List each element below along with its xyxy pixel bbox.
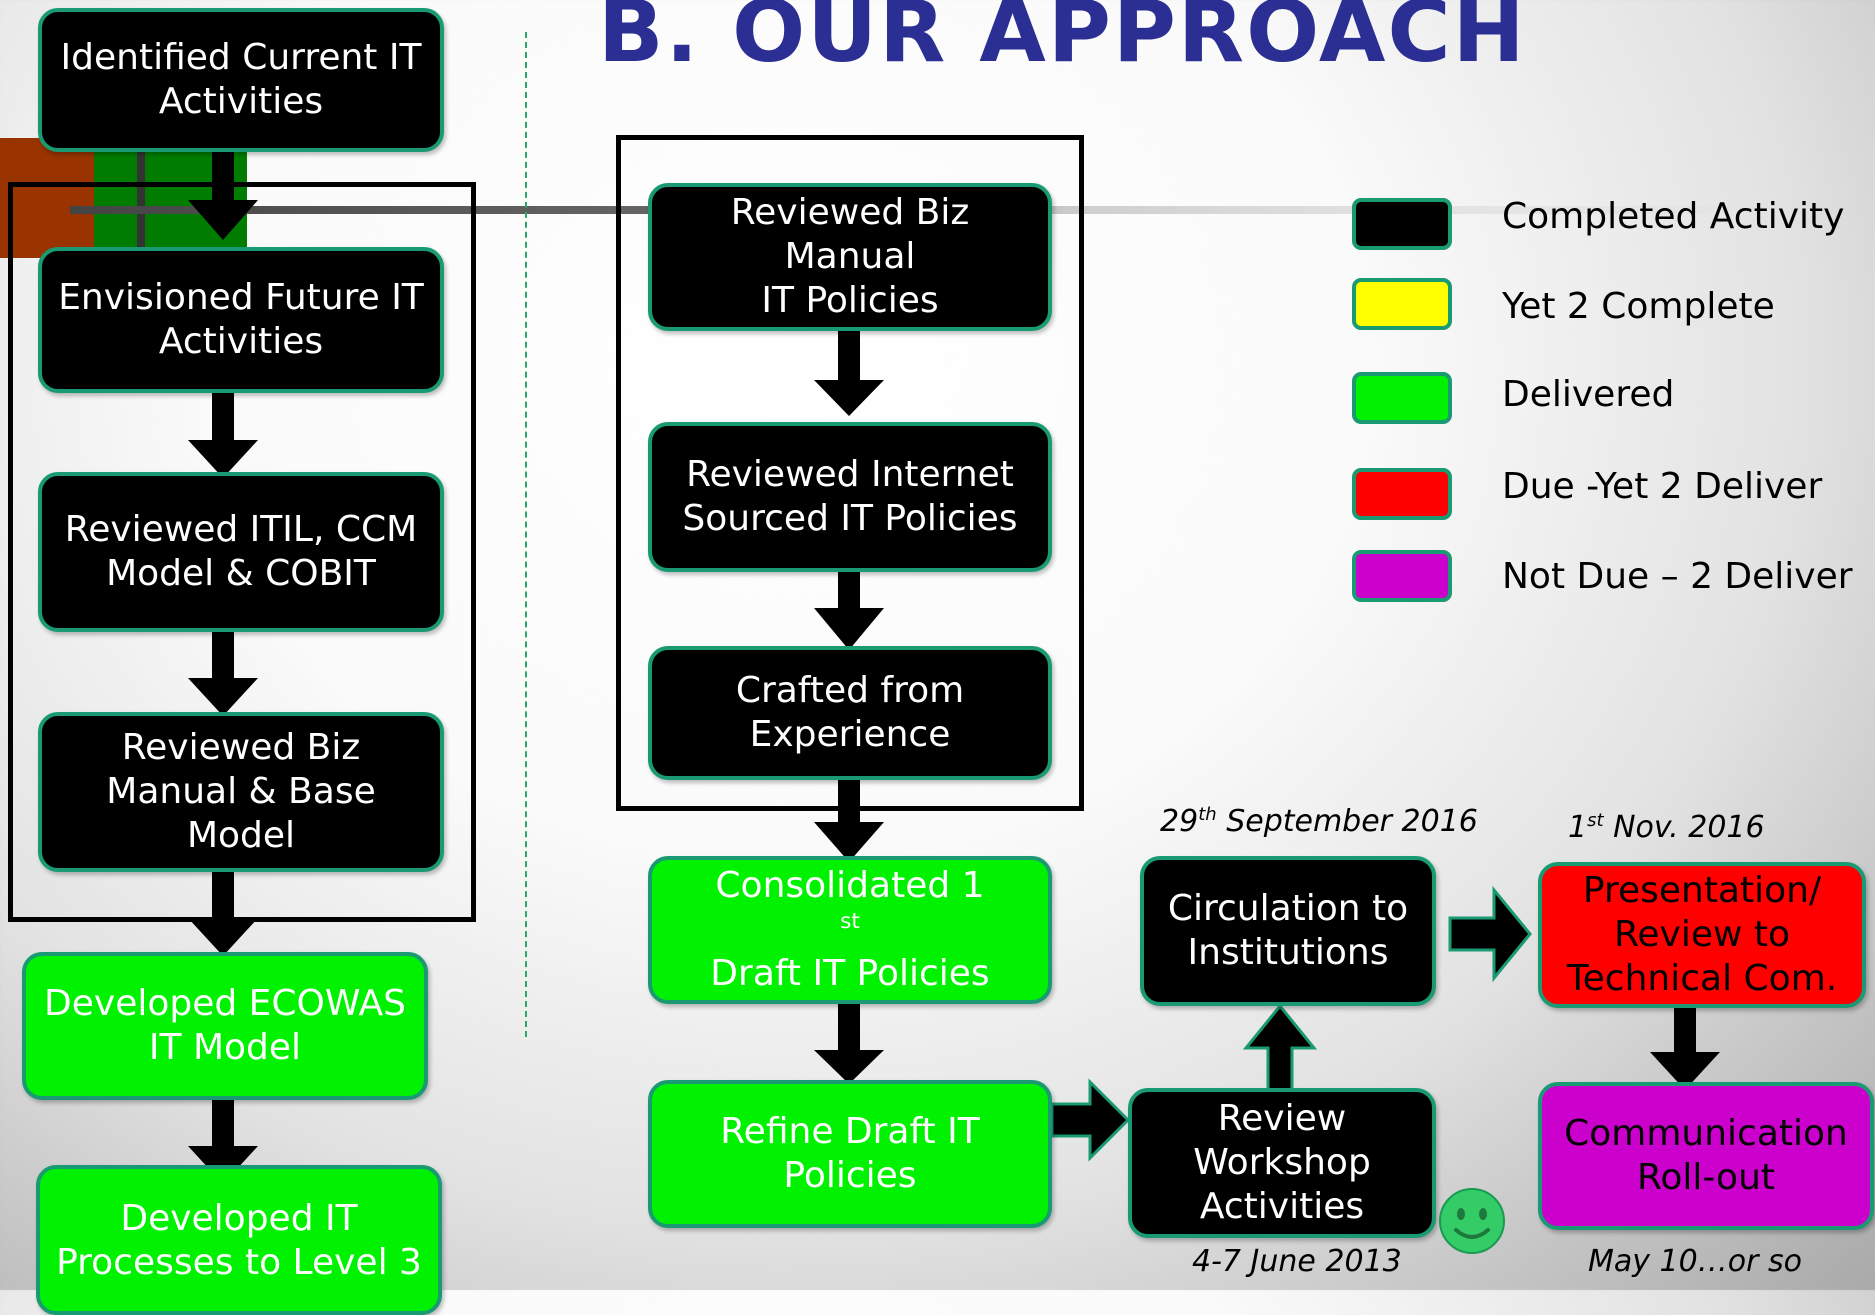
date-text: 29 [1160,804,1199,839]
arrow-down [814,328,884,416]
step-label-line: Model [186,814,296,856]
step-label-line: Activities [158,321,324,362]
legend-label: Due -Yet 2 Deliver [1502,466,1823,507]
date-text: 1 [1568,810,1588,845]
arrow-down [814,776,884,862]
arrow-down [188,150,258,240]
step-label-line: Policies [783,1155,917,1196]
smiley-icon [1439,1188,1505,1254]
legend-swatch [1352,468,1452,520]
legend-label: Delivered [1502,374,1675,415]
legend-swatch [1352,550,1452,602]
arrow-down [188,630,258,716]
arrow-down [814,568,884,650]
step-label-text: Consolidated 1 [715,865,985,907]
step-label-line: Refine Draft IT [720,1111,980,1153]
step-label-line: Reviewed Biz [121,727,361,769]
step-label-line: Model & COBIT [106,553,376,594]
arrow-right [1050,1078,1131,1162]
step-label-line: Identified Current IT [60,37,422,79]
legend-swatch [1352,372,1452,424]
date-label: May 10…or so [1588,1244,1802,1279]
step-label-line: Reviewed ITIL, CCM [64,509,418,551]
step-label-line: IT Model [148,1027,302,1068]
arrow-down [814,1002,884,1084]
legend-swatch [1352,198,1452,250]
date-label: 29th September 2016 [1160,804,1478,839]
step-label-line: Sourced IT Policies [682,498,1018,539]
date-text: September 2016 [1216,804,1478,839]
step-label-line: Workshop [1193,1142,1371,1184]
step-label-line: Activities [1199,1185,1365,1227]
arrow-down [188,870,258,956]
date-label: 1st Nov. 2016 [1568,810,1765,845]
column-divider [525,32,527,1037]
legend-label: Yet 2 Complete [1502,286,1775,327]
step-label-line: Processes to Level 3 [56,1241,422,1283]
date-label: 4-7 June 2013 [1192,1244,1402,1279]
step-label-line: Manual & Base [106,771,376,813]
arrow-down [188,390,258,478]
arrow-right [1448,885,1532,983]
date-text: Nov. 2016 [1603,810,1765,845]
step-label-line: Reviewed Internet [686,454,1014,496]
step-label-line: Technical Com. [1566,957,1838,999]
step-label-line: Reviewed Biz Manual [730,192,970,278]
step-label-line: Circulation to [1167,888,1409,930]
ordinal-suffix: st [1587,810,1604,831]
ordinal-suffix: st [840,909,860,935]
ordinal-suffix: th [1198,804,1217,825]
step-label-line: Developed IT [120,1198,358,1239]
step-label-line: Draft IT Policies [710,952,990,994]
step-label-line: Institutions [1187,932,1389,973]
step-label-line: Presentation/ [1582,870,1822,912]
arrow-up [1242,1003,1318,1092]
step-label-line: Crafted from [735,670,965,712]
step-label-line: Experience [749,714,951,755]
decorative-brown-block [0,138,94,258]
step-label-line: Activities [158,81,324,122]
decorative-crossbar [137,152,145,248]
legend-label: Not Due – 2 Deliver [1502,556,1853,597]
step-label-line: Envisioned Future IT [58,277,424,319]
page-title: B. OUR APPROACH [598,0,1527,82]
step-label-line: Communication [1564,1113,1848,1155]
legend-swatch [1352,278,1452,330]
legend-label: Completed Activity [1502,196,1845,237]
arrow-down [1650,1004,1720,1090]
step-label-line: Developed ECOWAS [44,983,406,1025]
step-label-line: Review to [1613,914,1790,956]
step-label-line: Roll-out [1636,1157,1776,1198]
step-label-line: Review [1217,1098,1347,1140]
step-label-line: IT Policies [761,279,939,321]
